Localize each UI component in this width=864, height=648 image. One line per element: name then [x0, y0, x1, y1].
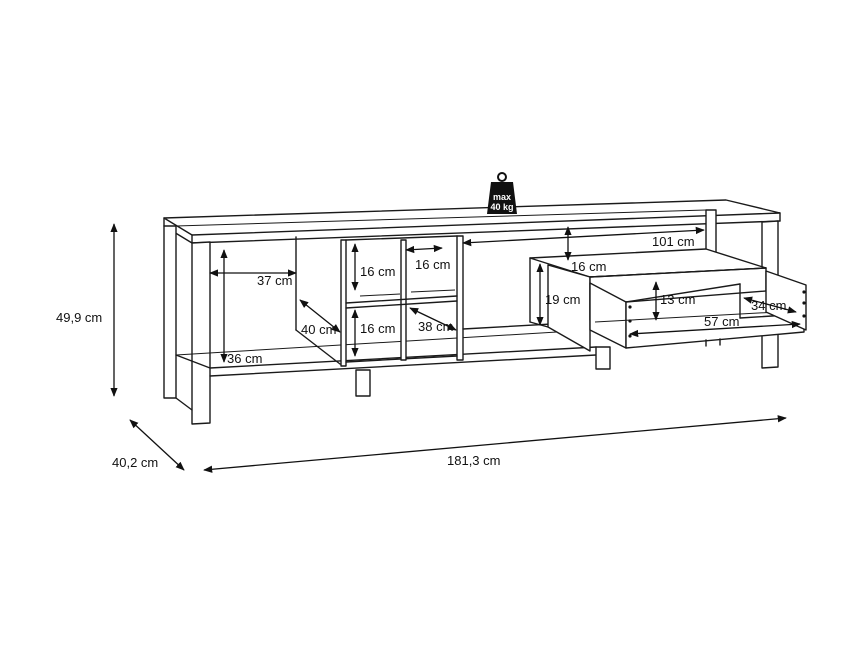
cube-top-height-label: 16 cm: [360, 264, 395, 279]
drawer-depth-label: 34 cm: [751, 298, 786, 313]
weight-label-line2: 40 kg: [490, 202, 513, 212]
left-depth-label: 40 cm: [301, 322, 336, 337]
dimension-labels: 49,9 cm 40,2 cm 181,3 cm 37 cm 40 cm 36 …: [56, 234, 786, 470]
drawer-height-label: 13 cm: [660, 292, 695, 307]
weight-label-line1: max: [493, 192, 511, 202]
weight-icon: max 40 kg: [487, 172, 517, 214]
cube-bottom-height-label: 16 cm: [360, 321, 395, 336]
depth-label: 40,2 cm: [112, 455, 158, 470]
right-width-label: 101 cm: [652, 234, 695, 249]
drawer-width-label: 57 cm: [704, 314, 739, 329]
left-width-label: 37 cm: [257, 273, 292, 288]
dimension-arrows: [110, 223, 801, 473]
left-height-label: 36 cm: [227, 351, 262, 366]
height-label: 49,9 cm: [56, 310, 102, 325]
right-top-gap-label: 16 cm: [571, 259, 606, 274]
cube-depth-label: 38 cm: [418, 319, 453, 334]
tv-unit-body: [163, 199, 807, 425]
right-height-label: 19 cm: [545, 292, 580, 307]
cube-top-width-label: 16 cm: [415, 257, 450, 272]
width-label: 181,3 cm: [447, 453, 500, 468]
